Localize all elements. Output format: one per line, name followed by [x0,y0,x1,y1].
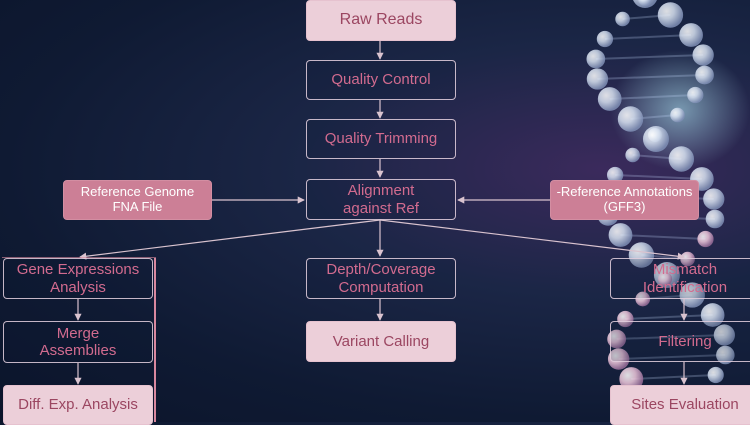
helix-bead [625,147,640,163]
reference-annotations-node: -Reference Annotations (GFF3) [550,180,699,220]
helix-rung [618,354,726,360]
helix-rung [595,54,704,60]
helix-bead [668,146,695,172]
helix-bead [658,271,673,287]
helix-bead [635,291,651,307]
helix-bead [607,348,630,370]
helix-rung [609,94,696,100]
alignment-node: Alignment against Ref [306,179,456,220]
left-column-accent-top [2,257,156,258]
helix-bead [608,223,633,247]
helix-bead [607,329,627,349]
sites-evaluation-node: Sites Evaluation [610,385,750,425]
quality-trimming-node: Quality Trimming [306,119,456,159]
helix-bead [628,242,655,268]
helix-bead [619,367,644,391]
depth-coverage-node: Depth/Coverage Computation [306,258,456,299]
helix-bead [705,209,725,229]
helix-bead [703,188,725,210]
helix-bead [617,106,644,132]
helix-bead [596,30,614,48]
helix-bead [700,303,725,327]
helix-bead [597,87,622,111]
variant-calling-node: Variant Calling [306,321,456,362]
helix-rung [620,234,706,240]
helix-bead [697,230,714,248]
helix-bead [606,166,624,184]
raw-reads-node: Raw Reads [306,0,456,41]
helix-bead [692,44,714,66]
helix-bead [687,86,704,104]
helix-rung [616,334,725,340]
helix-bead [617,310,634,328]
arrow-align-to-mismatch [379,219,685,260]
helix-bead [615,11,630,27]
reference-genome-node: Reference Genome FNA File [63,180,212,220]
helix-bead [707,366,724,384]
helix-bead [586,49,606,69]
merge-assemblies-node: Merge Assemblies [3,321,153,363]
mismatch-identification-node: Mismatch Identification [610,258,750,299]
filtering-node: Filtering [610,321,750,362]
diff-exp-analysis-node: Diff. Exp. Analysis [3,385,153,425]
helix-bead [642,126,669,152]
helix-rung [597,74,705,80]
helix-bead [657,2,684,28]
helix-bead [586,68,609,90]
helix-bead [679,282,705,308]
helix-bead [695,65,714,85]
helix-rung [625,314,713,320]
arrow-align-to-gene [79,219,381,260]
helix-bead [716,345,735,365]
quality-control-node: Quality Control [306,60,456,100]
helix-rung [615,174,702,180]
helix-bead [713,324,735,346]
left-column-accent-line [154,258,156,422]
gene-expressions-node: Gene Expressions Analysis [3,258,153,299]
helix-rung [604,34,692,40]
helix-bead [679,23,703,47]
helix-bead [638,0,652,6]
helix-bead [670,107,685,123]
helix-rung [631,374,716,380]
